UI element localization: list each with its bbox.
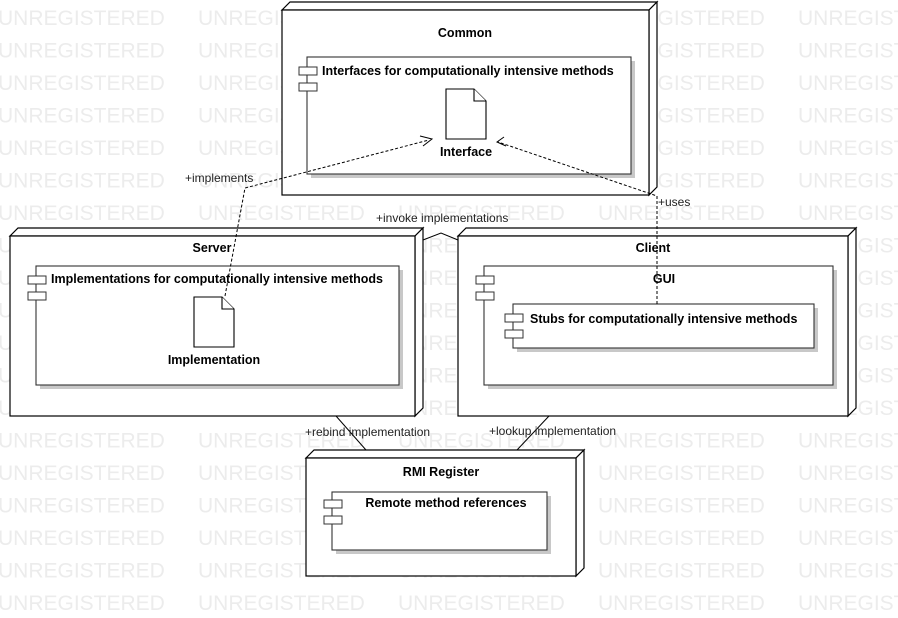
relation-invoke-label: +invoke implementations (376, 211, 508, 225)
watermark-text: UNREGISTERED (0, 560, 165, 583)
watermark-text: UNREGISTERED (0, 202, 165, 225)
node-client-title: Client (636, 241, 672, 255)
watermark-text: UNREGISTERED (798, 170, 898, 193)
watermark-text: UNREGISTERED (0, 592, 165, 615)
watermark-text: UNREGISTERED (598, 462, 765, 485)
node-common-title: Common (438, 26, 492, 40)
watermark-text: UNREGISTERED (598, 527, 765, 550)
node-rmi-title: RMI Register (403, 465, 480, 479)
component-remote-refs-title: Remote method references (365, 496, 526, 510)
relation-lookup[interactable]: +lookup implementation (489, 415, 616, 451)
watermark-text: UNREGISTERED (798, 495, 898, 518)
relation-invoke[interactable]: +invoke implementations (376, 211, 508, 241)
watermark-text: UNREGISTERED (0, 495, 165, 518)
watermark-text: UNREGISTERED (798, 560, 898, 583)
watermark-text: UNREGISTERED (798, 105, 898, 128)
relation-uses[interactable]: +uses (495, 136, 690, 304)
watermark-text: UNREGISTERED (798, 592, 898, 615)
relation-rebind[interactable]: +rebind implementation (305, 415, 430, 451)
watermark-text: UNREGISTERED (198, 202, 365, 225)
watermark-text: UNREGISTERED (0, 72, 165, 95)
watermark-text: UNREGISTERED (598, 430, 765, 453)
component-stubs-title: Stubs for computationally intensive meth… (530, 312, 797, 326)
node-server-title: Server (193, 241, 232, 255)
watermark-text: UNREGISTERED (0, 40, 165, 63)
artifact-implementation[interactable]: Implementation (168, 296, 260, 367)
watermark-text: UNREGISTERED (798, 7, 898, 30)
watermark-text: UNREGISTERED (198, 430, 365, 453)
watermark-text: UNREGISTERED (798, 202, 898, 225)
relation-uses-label: +uses (658, 195, 690, 209)
watermark-text: UNREGISTERED (798, 40, 898, 63)
watermark-text: UNREGISTERED (198, 592, 365, 615)
watermark-text: UNREGISTERED (798, 527, 898, 550)
artifact-interface[interactable]: Interface (440, 88, 492, 159)
watermark-text: UNREGISTERED (598, 202, 765, 225)
relation-rebind-label: +rebind implementation (305, 425, 430, 439)
component-implementations-title: Implementations for computationally inte… (51, 272, 383, 286)
watermark-text: UNREGISTERED (0, 462, 165, 485)
relation-implements-label: +implements (185, 171, 253, 185)
artifact-implementation-label: Implementation (168, 353, 260, 367)
watermark-text: UNREGISTERED (598, 495, 765, 518)
watermark-text: UNREGISTERED (0, 137, 165, 160)
watermark-text: UNREGISTERED (598, 560, 765, 583)
watermark-text: UNREGISTERED (798, 137, 898, 160)
relation-implements[interactable]: +implements (185, 135, 434, 297)
watermark-text: UNREGISTERED (398, 430, 565, 453)
watermark-text: UNREGISTERED (0, 7, 165, 30)
watermark-text: UNREGISTERED (0, 527, 165, 550)
watermark-text: UNREGISTERED (398, 202, 565, 225)
watermark-text: UNREGISTERED (598, 592, 765, 615)
watermark-text: UNREGISTERED (0, 105, 165, 128)
watermark-text: UNREGISTERED (0, 430, 165, 453)
component-interfaces-title: Interfaces for computationally intensive… (322, 64, 614, 78)
watermark-text: UNREGISTERED (398, 592, 565, 615)
watermark-text: UNREGISTERED (798, 72, 898, 95)
watermark-text: UNREGISTERED (798, 430, 898, 453)
watermark-text: UNREGISTERED (0, 170, 165, 193)
relation-lookup-label: +lookup implementation (489, 424, 616, 438)
watermark-text: UNREGISTERED (798, 462, 898, 485)
component-gui-title: GUI (653, 272, 675, 286)
component-stubs[interactable]: Stubs for computationally intensive meth… (504, 303, 818, 352)
artifact-interface-label: Interface (440, 145, 492, 159)
component-remote-refs[interactable]: Remote method references (323, 491, 551, 554)
